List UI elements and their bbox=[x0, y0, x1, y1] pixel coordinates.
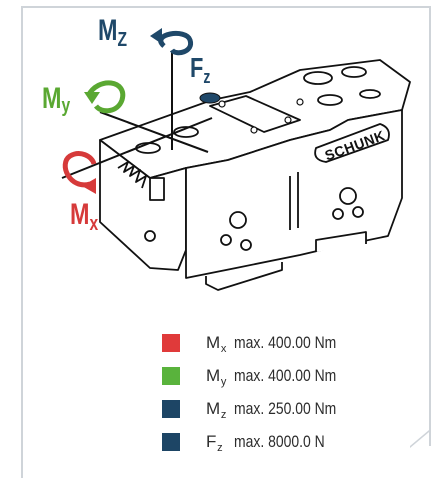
plate-screw bbox=[218, 100, 226, 108]
side-hole bbox=[332, 208, 344, 220]
fz-label: Fz bbox=[190, 52, 211, 87]
legend-symbol-sub: z bbox=[217, 442, 223, 454]
my-label-main: M bbox=[42, 82, 62, 115]
legend-symbol-sub: z bbox=[220, 409, 227, 421]
frame-border-top bbox=[21, 6, 431, 8]
front-screw bbox=[144, 230, 156, 242]
legend-symbol-mx: Mx bbox=[206, 333, 227, 355]
mx-label-sub: x bbox=[89, 213, 99, 235]
gripper-front-face bbox=[99, 139, 187, 271]
side-hole bbox=[220, 234, 232, 246]
legend-row-my: My max. 400.00 Nm bbox=[162, 366, 402, 389]
mz-label-main: M bbox=[98, 14, 118, 47]
x-axis-shaft bbox=[61, 117, 213, 179]
legend-symbol-sub: y bbox=[220, 376, 227, 388]
legend-symbol-main: M bbox=[206, 399, 220, 418]
mx-rotation-arrow bbox=[62, 151, 97, 194]
legend-swatch-mx bbox=[162, 334, 180, 352]
side-hole bbox=[339, 187, 357, 205]
plate-screw bbox=[296, 98, 304, 106]
brand-badge bbox=[314, 123, 390, 163]
legend-symbol-main: M bbox=[206, 366, 220, 385]
mz-rotation-arrow bbox=[150, 28, 194, 56]
gripper-top-boss bbox=[173, 126, 199, 138]
mz-label: MZ bbox=[98, 14, 128, 51]
frame-border-right bbox=[429, 6, 431, 446]
gripper-bottom-rail bbox=[205, 262, 283, 291]
side-hole bbox=[240, 239, 252, 251]
gripper-top-plate bbox=[209, 95, 301, 133]
legend-symbol-fz: Fz bbox=[206, 432, 223, 454]
front-jaw-window bbox=[149, 177, 165, 201]
legend-row-mx: Mx max. 400.00 Nm bbox=[162, 333, 402, 356]
my-label-sub: y bbox=[61, 95, 71, 117]
legend-row-mz: Mz max. 250.00 Nm bbox=[162, 399, 402, 422]
mx-label: Mx bbox=[70, 198, 99, 235]
gripper-top-boss bbox=[303, 71, 333, 85]
legend-swatch-mz bbox=[162, 400, 180, 418]
mx-label-main: M bbox=[70, 198, 90, 231]
gripper-top-boss bbox=[341, 66, 367, 78]
fz-label-sub: z bbox=[203, 67, 211, 87]
fz-label-main: F bbox=[190, 52, 204, 83]
fz-marker bbox=[199, 92, 221, 104]
side-hole bbox=[352, 206, 364, 218]
legend-swatch-my bbox=[162, 367, 180, 385]
legend-symbol-my: My bbox=[206, 366, 227, 388]
legend-value-fz: max. 8000.0 N bbox=[234, 432, 325, 451]
front-jaw-teeth bbox=[117, 161, 147, 189]
gripper-bottom-rail bbox=[315, 231, 367, 252]
side-hole bbox=[229, 211, 247, 229]
gripper-top-boss bbox=[317, 94, 343, 106]
mz-label-sub: Z bbox=[117, 29, 128, 51]
gripper-top-boss bbox=[359, 89, 381, 99]
legend-symbol-main: F bbox=[206, 432, 217, 451]
plate-screw bbox=[250, 126, 258, 134]
legend-value-my: max. 400.00 Nm bbox=[234, 366, 337, 385]
legend-value-mz: max. 250.00 Nm bbox=[234, 399, 337, 418]
side-slot bbox=[289, 172, 299, 230]
legend-value-mx: max. 400.00 Nm bbox=[234, 333, 337, 352]
legend-row-fz: Fz max. 8000.0 N bbox=[162, 432, 402, 455]
y-axis-shaft bbox=[99, 111, 209, 153]
frame-border-left bbox=[21, 6, 23, 478]
legend-swatch-fz bbox=[162, 433, 180, 451]
my-rotation-arrow bbox=[84, 80, 126, 114]
plate-screw bbox=[284, 116, 292, 124]
legend-symbol-sub: x bbox=[220, 343, 227, 355]
my-label: My bbox=[42, 82, 71, 117]
legend-symbol-main: M bbox=[206, 333, 220, 352]
legend-symbol-mz: Mz bbox=[206, 399, 227, 421]
